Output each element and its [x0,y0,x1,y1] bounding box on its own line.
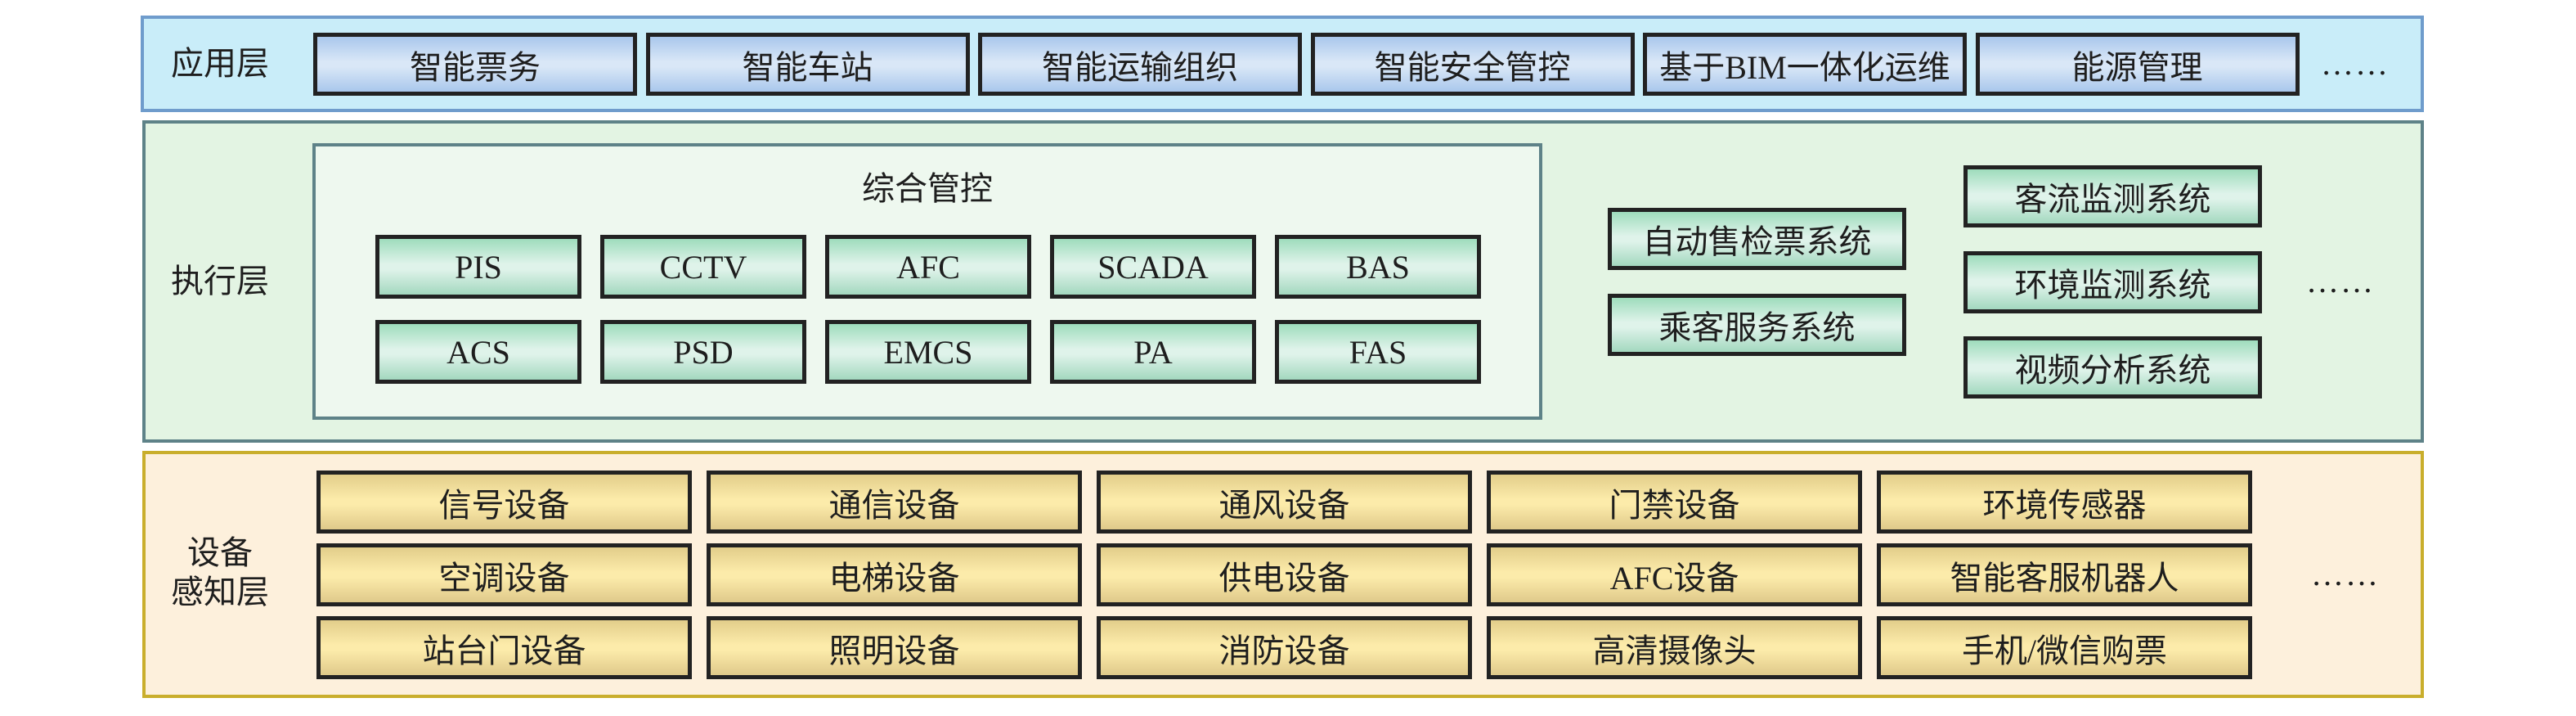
integrated-control-subsystem: PIS [375,235,581,299]
execution-system-label: 乘客服务系统 [1658,309,1856,346]
integrated-control-subsystem: BAS [1275,235,1481,299]
application-item: 智能运输组织 [978,33,1302,96]
device-item-label: 照明设备 [828,632,960,669]
device-item: 通信设备 [707,471,1082,534]
device-item-label: 智能客服机器人 [1950,559,2179,597]
monitoring-system: 客流监测系统 [1963,165,2262,227]
integrated-control-subsystem: SCADA [1050,235,1256,299]
integrated-control-subsystem: FAS [1275,320,1481,384]
device-item: 电梯设备 [707,543,1082,606]
device-item-label: 供电设备 [1218,559,1350,597]
execution-system-label: 自动售检票系统 [1642,223,1872,260]
device-item-label: 环境传感器 [1982,486,2147,524]
device-item: 手机/微信购票 [1877,616,2252,679]
device-item: 供电设备 [1097,543,1472,606]
device-item: AFC设备 [1487,543,1862,606]
device-item: 信号设备 [316,471,692,534]
integrated-control-subsystem-label: BAS [1346,248,1410,286]
integrated-control-subsystem: PA [1050,320,1256,384]
device-item: 消防设备 [1097,616,1472,679]
monitoring-system-label: 客流监测系统 [2014,181,2211,218]
device-layer-label-line2: 感知层 [171,574,269,610]
application-item: 智能车站 [645,33,970,96]
device-item: 环境传感器 [1877,471,2252,534]
integrated-control-subsystem-label: EMCS [883,333,973,371]
execution-layer-more: …… [2306,263,2375,299]
application-layer-more: …… [2321,45,2390,82]
device-item: 空调设备 [316,543,692,606]
integrated-control-title: 综合管控 [862,170,993,207]
device-item-label: 手机/微信购票 [1961,632,2168,669]
application-layer-label: 应用层 [171,45,269,82]
device-item-label: AFC设备 [1609,559,1739,597]
device-item-label: 通风设备 [1218,486,1350,524]
integrated-control-subsystem: ACS [375,320,581,384]
integrated-control-subsystem-label: CCTV [659,248,747,286]
integrated-control-subsystem-label: AFC [896,248,960,286]
integrated-control-subsystem: EMCS [825,320,1031,384]
device-item: 高清摄像头 [1487,616,1862,679]
device-item-label: 电梯设备 [828,559,960,597]
integrated-control-subsystem: AFC [825,235,1031,299]
application-item-label: 智能运输组织 [1042,48,1238,86]
application-item-label: 智能车站 [742,48,873,86]
integrated-control-subsystem-label: ACS [447,333,510,371]
application-item: 能源管理 [1975,33,2300,96]
application-item-label: 智能安全管控 [1374,48,1571,86]
execution-system: 乘客服务系统 [1608,294,1906,356]
device-item: 门禁设备 [1487,471,1862,534]
integrated-control-subsystem: CCTV [600,235,806,299]
integrated-control-subsystem-label: FAS [1349,333,1407,371]
device-item-label: 信号设备 [438,486,570,524]
device-item-label: 门禁设备 [1609,486,1740,524]
device-item: 智能客服机器人 [1877,543,2252,606]
integrated-control-subsystem-label: SCADA [1097,248,1209,286]
monitoring-system: 环境监测系统 [1963,250,2262,313]
application-item-label: 基于BIM一体化运维 [1659,48,1950,86]
device-item-label: 通信设备 [828,486,960,524]
execution-system: 自动售检票系统 [1608,208,1906,270]
monitoring-system: 视频分析系统 [1963,336,2262,399]
application-item: 智能安全管控 [1310,33,1635,96]
device-layer-more: …… [2311,556,2380,592]
device-item-label: 消防设备 [1218,632,1350,669]
integrated-control-subsystem-label: PIS [455,248,502,286]
device-item-label: 高清摄像头 [1592,632,1757,669]
integrated-control-subsystem-label: PSD [673,333,734,371]
device-item: 通风设备 [1097,471,1472,534]
device-item: 站台门设备 [316,616,692,679]
application-item: 智能票务 [313,33,637,96]
integrated-control-subsystem-label: PA [1133,333,1173,371]
application-item-label: 智能票务 [410,48,541,86]
integrated-control-subsystem: PSD [600,320,806,384]
monitoring-system-label: 环境监测系统 [2014,266,2211,304]
device-item: 照明设备 [707,616,1082,679]
application-item: 基于BIM一体化运维 [1643,33,1967,96]
monitoring-system-label: 视频分析系统 [2014,352,2211,389]
execution-layer-label: 执行层 [171,263,269,299]
device-layer-label-line1: 设备 [187,534,253,571]
device-item-label: 空调设备 [438,559,570,597]
application-item-label: 能源管理 [2071,48,2203,86]
device-item-label: 站台门设备 [422,632,586,669]
